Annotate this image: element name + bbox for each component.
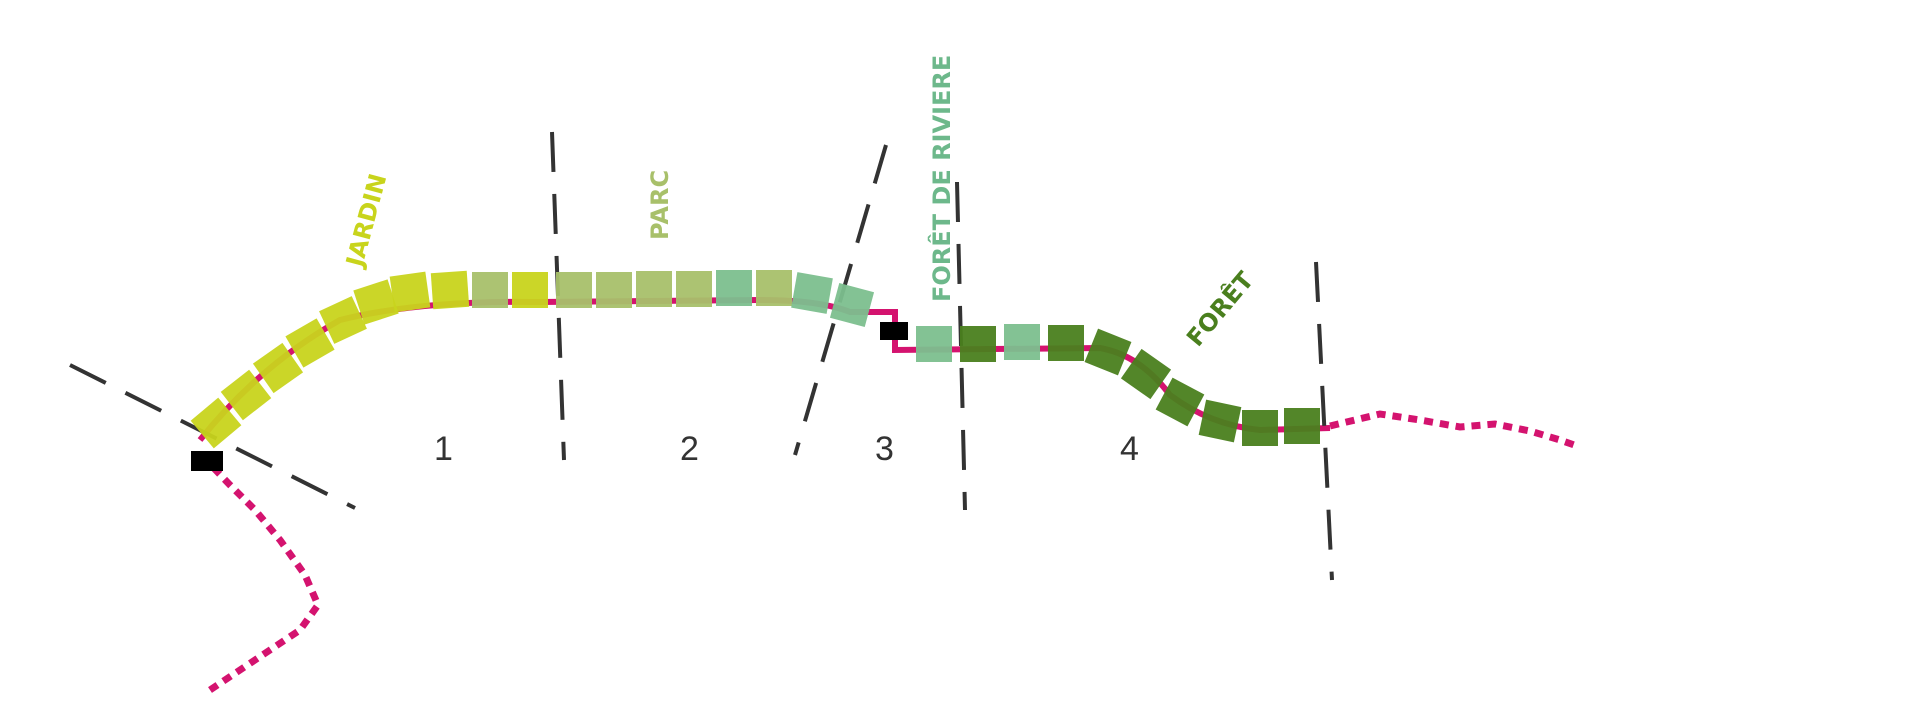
- segment-number-3: 3: [875, 430, 894, 468]
- trail-exit-right: [1329, 410, 1582, 451]
- planting-block: [512, 272, 548, 308]
- planting-block: [1155, 377, 1205, 427]
- entry-node-marker: [191, 451, 223, 471]
- segment-number-1: 1: [434, 430, 453, 468]
- trail-entry-left: [205, 459, 323, 693]
- planting-block: [1084, 328, 1132, 376]
- planting-block: [285, 318, 335, 368]
- planting-block: [472, 272, 508, 308]
- planting-blocks: [190, 270, 1320, 449]
- planting-block: [1242, 410, 1278, 446]
- planting-block: [756, 270, 792, 306]
- planting-block: [829, 282, 875, 328]
- planting-block: [220, 369, 272, 421]
- planting-block: [596, 272, 632, 308]
- zone-label-foret-de-riviere: FORÊT DE RIVIERE: [927, 55, 956, 302]
- planting-block: [353, 279, 399, 325]
- planting-block: [716, 270, 752, 306]
- divider-1-2: [550, 131, 566, 461]
- planting-block: [319, 296, 367, 344]
- planting-block: [676, 271, 712, 307]
- planting-block: [791, 272, 833, 314]
- planting-block: [1284, 408, 1320, 444]
- planting-block: [389, 271, 431, 313]
- planting-block: [190, 397, 242, 449]
- zone-label-jardin: JARDIN: [340, 171, 392, 272]
- planting-block: [636, 271, 672, 307]
- planting-block: [430, 270, 470, 310]
- junction-node-marker: [880, 322, 908, 340]
- zone-label-foret: FORÊT: [1180, 265, 1259, 352]
- planting-block: [1048, 325, 1084, 361]
- segment-number-4: 4: [1120, 430, 1139, 468]
- divider-3-4: [955, 181, 967, 511]
- planting-block: [1004, 324, 1040, 360]
- planting-block: [960, 326, 996, 362]
- zone-label-parc: PARC: [646, 170, 674, 240]
- planting-block: [556, 272, 592, 308]
- divider-end: [1314, 261, 1334, 581]
- planting-block: [1198, 399, 1242, 443]
- planting-block: [252, 342, 304, 394]
- planting-block: [916, 326, 952, 362]
- segment-number-2: 2: [680, 430, 699, 468]
- planting-block: [1120, 348, 1172, 400]
